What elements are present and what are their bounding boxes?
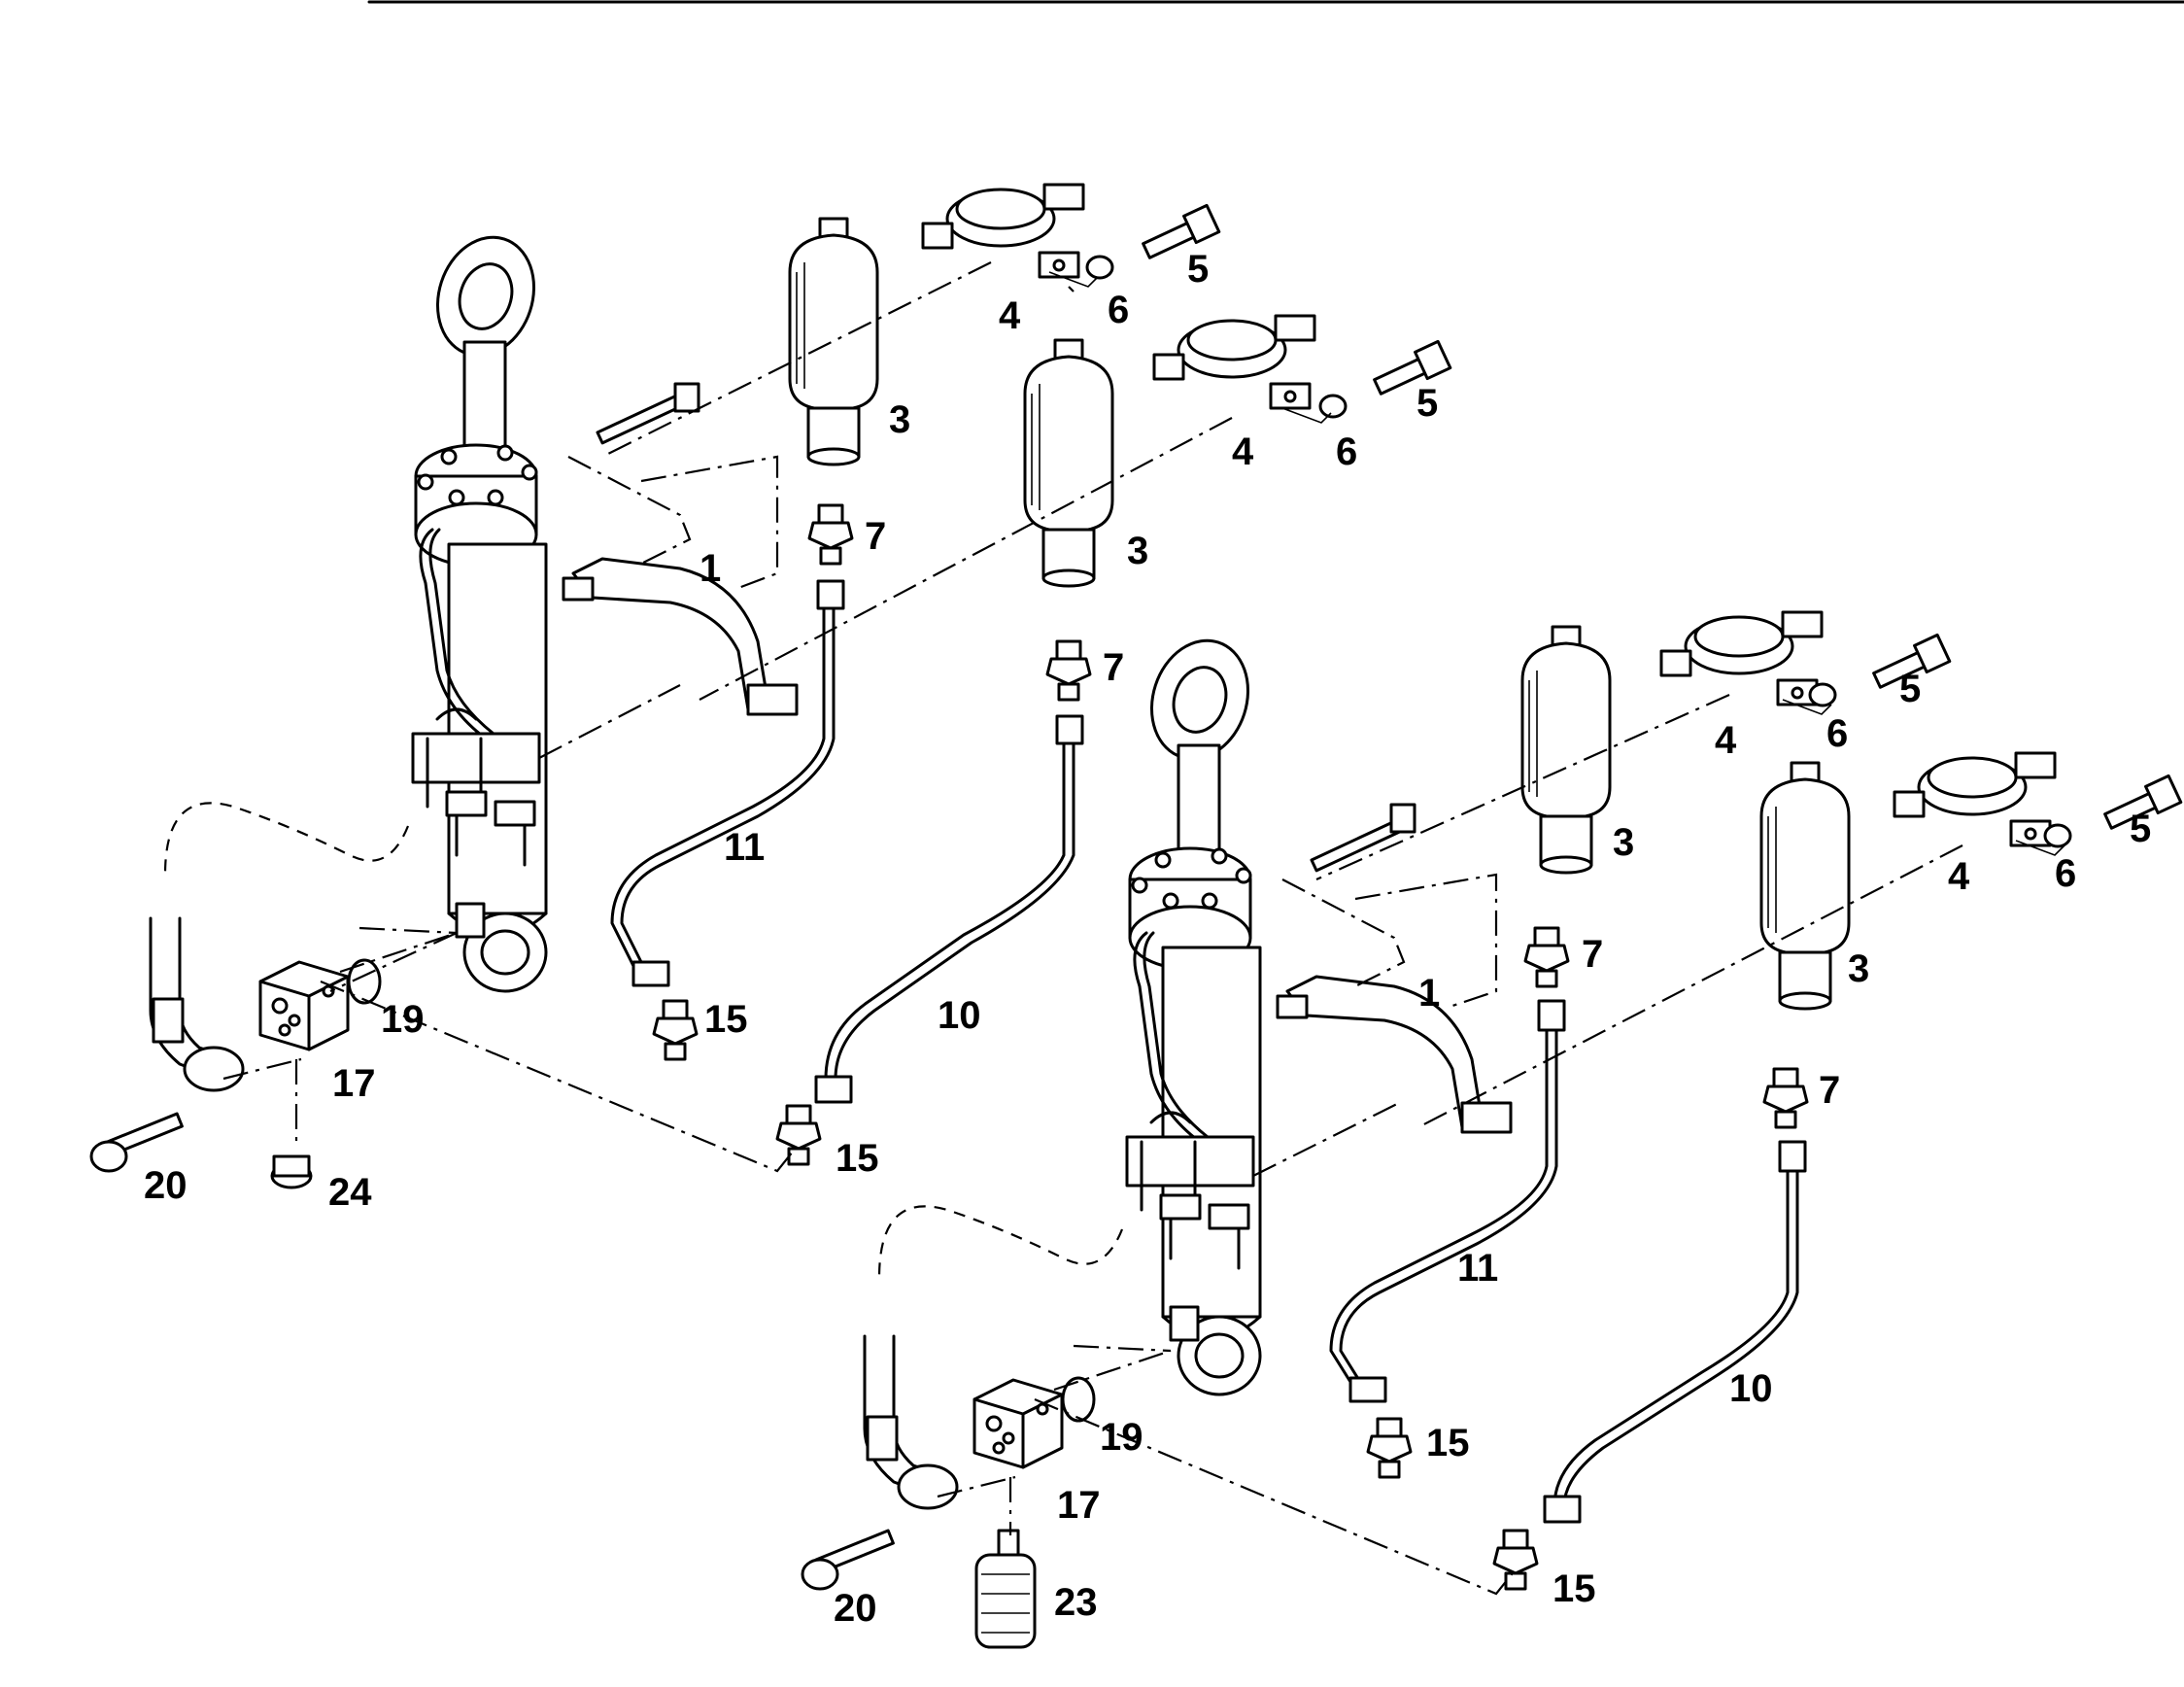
clamp-1b — [1152, 314, 1316, 410]
screw-20-a — [89, 1112, 184, 1173]
hose-2 — [863, 1334, 959, 1510]
pipe-10-b — [1543, 1140, 1807, 1524]
label-6: 6 — [1336, 430, 1357, 473]
label-23: 23 — [1054, 1581, 1098, 1624]
label-19: 19 — [381, 998, 425, 1041]
label-4: 4 — [1715, 719, 1737, 762]
pipe-10-a — [814, 714, 1084, 1104]
washer-1b — [1318, 394, 1348, 419]
accumulator-2a — [1520, 625, 1612, 875]
label-5: 5 — [2130, 808, 2151, 850]
label-11: 11 — [724, 826, 765, 869]
label-6: 6 — [2055, 852, 2076, 895]
pipe-11-b — [1329, 999, 1566, 1403]
block-17-b — [973, 1378, 1064, 1469]
clamp-2a — [1659, 610, 1824, 706]
label-24: 24 — [328, 1171, 372, 1214]
bolt-1b — [1373, 339, 1452, 396]
bracket-1 — [562, 557, 799, 716]
fitting-2b — [1762, 1067, 1809, 1129]
label-6: 6 — [1108, 289, 1129, 331]
fitting-2c — [1366, 1417, 1413, 1479]
part-labels: 1 3 3 4 4 5 5 6 6 7 7 11 10 15 15 19 17 … — [144, 248, 2151, 1630]
bolt-2-long — [1310, 803, 1416, 873]
screw-20-b — [801, 1529, 895, 1591]
label-7: 7 — [1819, 1069, 1840, 1112]
washer-1a — [1085, 255, 1114, 280]
fitting-2a — [1523, 926, 1570, 988]
label-15: 15 — [1553, 1567, 1596, 1610]
label-11: 11 — [1457, 1247, 1498, 1290]
accumulator-1b — [1023, 338, 1114, 588]
label-20: 20 — [144, 1164, 188, 1207]
label-7: 7 — [865, 515, 886, 558]
label-17: 17 — [1057, 1484, 1101, 1527]
fitting-1a — [807, 503, 854, 566]
label-10: 10 — [1729, 1367, 1773, 1410]
label-3: 3 — [889, 398, 910, 441]
label-3: 3 — [1613, 821, 1634, 864]
label-5: 5 — [1899, 668, 1921, 710]
bracket-2 — [1276, 975, 1513, 1134]
fitting-2d — [1492, 1529, 1539, 1591]
label-6: 6 — [1826, 712, 1848, 755]
bolt-1-long — [596, 382, 700, 445]
washer-2a — [1808, 682, 1837, 707]
label-10: 10 — [938, 994, 981, 1037]
label-7: 7 — [1103, 646, 1124, 689]
pipe-11-a — [610, 579, 845, 987]
washer-2b — [2043, 823, 2072, 848]
seal-19-b — [1061, 1376, 1096, 1423]
valve-23 — [974, 1529, 1037, 1649]
label-5: 5 — [1416, 382, 1438, 425]
label-7: 7 — [1582, 933, 1603, 976]
label-19: 19 — [1100, 1416, 1143, 1459]
label-3: 3 — [1127, 530, 1148, 572]
cylinder-assembly-1 — [163, 223, 551, 993]
fitting-1d — [775, 1104, 822, 1166]
clamp-2b — [1893, 751, 2057, 847]
label-17: 17 — [332, 1062, 376, 1105]
accumulator-1a — [788, 217, 879, 466]
label-20: 20 — [834, 1587, 877, 1630]
hose-1 — [149, 916, 245, 1092]
label-3: 3 — [1848, 947, 1869, 990]
label-1: 1 — [700, 547, 721, 590]
accumulator-2b — [1759, 761, 1851, 1011]
fitting-1c — [652, 999, 699, 1061]
leader-lines-2 — [937, 693, 2065, 1596]
clamp-1a — [921, 183, 1085, 279]
fitting-1b — [1045, 639, 1092, 702]
label-4: 4 — [1948, 855, 1970, 898]
label-1: 1 — [1418, 972, 1440, 1015]
label-5: 5 — [1187, 248, 1209, 291]
label-4: 4 — [999, 294, 1021, 337]
label-15: 15 — [704, 998, 748, 1041]
label-15: 15 — [836, 1137, 879, 1180]
plug-24 — [270, 1154, 313, 1189]
block-17-a — [258, 960, 350, 1051]
label-15: 15 — [1426, 1422, 1470, 1464]
leader-lines-1 — [222, 261, 1332, 1173]
label-4: 4 — [1232, 430, 1254, 473]
